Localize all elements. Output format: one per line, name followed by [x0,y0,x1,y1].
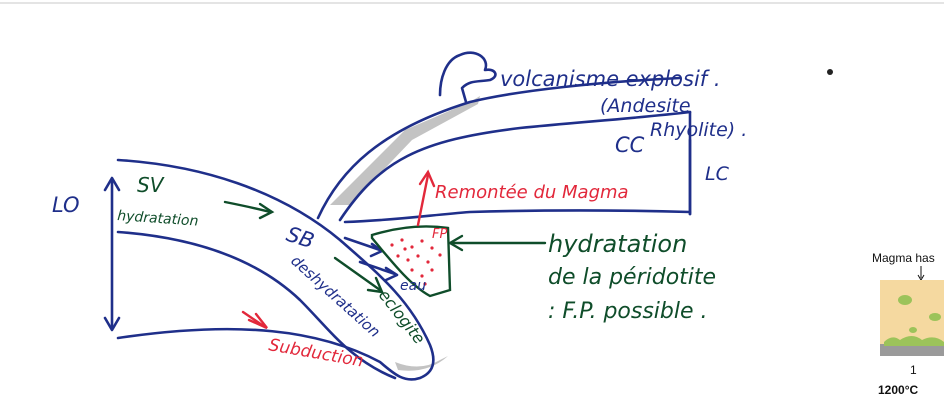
label-eau: eau [400,278,426,294]
grey-gap-lower [395,356,448,371]
label-lo: LO [52,193,80,217]
label-cc: CC [615,133,645,157]
label-hydratation-2: de la péridotite [548,265,716,290]
continental-plate-base [345,211,690,223]
inset-number: 1 [910,363,917,377]
label-volcanisme-1: volcanisme explosif . [500,67,721,91]
label-volcanisme-2: (Andesite [600,95,691,117]
inset-crystal-2 [929,313,941,321]
continental-plate-middle [340,112,690,220]
label-sb: SB [283,222,317,253]
label-hydratation-1: hydratation [548,230,687,258]
green-arrow-sb-eclogite [335,258,380,290]
label-hydratation-sv: hydratation [117,208,199,230]
label-eclogite: eclogite [375,286,429,348]
label-hydratation-3: : F.P. possible . [548,299,708,324]
inset-temperature: 1200°C [878,383,918,397]
inset-crystal-1 [898,295,912,305]
inset-title: Magma has [872,251,935,265]
label-sv: SV [137,173,165,197]
label-subduction: Subduction [267,335,365,371]
label-volcanisme-3: Rhyolite) . [650,119,747,141]
label-remontee: Remontée du Magma [435,182,629,203]
ink-dot [827,69,833,75]
label-lc: LC [705,163,730,185]
volcano-icon [440,53,495,102]
inset-crystal-3 [909,327,917,333]
inset-panel: Magma has 1 1200°C [872,251,944,397]
label-fp: FP [432,227,447,242]
